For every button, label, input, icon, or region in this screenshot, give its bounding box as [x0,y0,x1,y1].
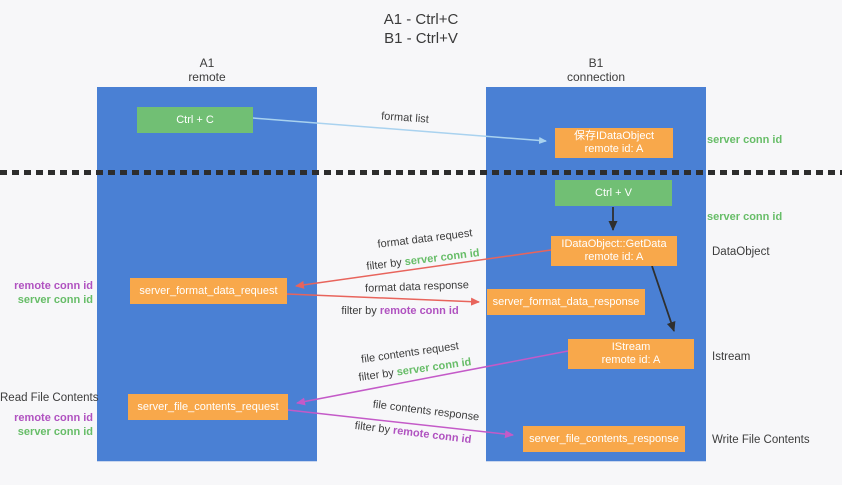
istream-box: IStream remote id: A [568,339,694,369]
column-b-header: B1 connection [486,56,706,84]
file-request-conn-notes: remote conn id server conn id [0,411,93,439]
filter-id-text-2: remote conn id [379,305,459,317]
file-contents-response-label: file contents response [372,398,480,424]
column-b-subtitle: connection [566,70,626,84]
getdata-line1: IDataObject::GetData [561,238,667,250]
server-conn-id-note-1: server conn id [707,134,783,146]
write-file-contents-note: Write File Contents [712,434,810,446]
copy-paste-divider [0,170,842,175]
server-file-contents-request-box: server_file_contents_request [128,394,288,420]
save-idataobject-box: 保存IDataObject remote id: A [555,128,673,158]
filter-by-text-1: filter by [365,256,406,273]
read-file-contents-note: Read File Contents [0,392,99,404]
server-conn-id-note-2: server conn id [707,211,783,223]
diagram-title: A1 - Ctrl+C B1 - Ctrl+V [0,10,842,48]
save-idataobject-line2: remote id: A [584,143,644,155]
server-file-contents-request-label: server_file_contents_request [137,400,279,413]
ctrl-v-box: Ctrl + V [555,180,672,206]
remote-conn-id-note-1: remote conn id [14,280,93,292]
format-list-label: format list [380,110,430,126]
istream-note: Istream [712,351,751,363]
title-line-1: A1 - Ctrl+C [383,11,459,28]
istream-line2: remote id: A [601,354,661,366]
ctrl-v-label: Ctrl + V [595,186,632,199]
ctrl-c-box: Ctrl + C [137,107,253,133]
server-format-data-response-label: server_format_data_response [492,295,640,308]
server-format-data-response-box: server_format_data_response [487,289,645,315]
getdata-line2: remote id: A [584,251,644,263]
save-idataobject-line1: 保存IDataObject [573,130,655,142]
server-conn-id-note-4: server conn id [17,426,93,438]
format-request-conn-notes: remote conn id server conn id [0,279,93,307]
dataobject-note: DataObject [712,246,770,258]
idataobject-getdata-box: IDataObject::GetData remote id: A [551,236,677,266]
server-format-data-request-label: server_format_data_request [139,284,278,297]
filter-by-text-3: filter by [357,366,398,384]
filter-id-text-1: server conn id [404,247,481,269]
server-file-contents-response-box: server_file_contents_response [523,426,685,452]
file-contents-response-filter-label: filter by remote conn id [348,419,478,447]
format-data-response-label: format data response [364,279,470,295]
filter-id-text-4: remote conn id [392,424,472,447]
column-b-id: B1 [588,56,604,70]
column-a-header: A1 remote [97,56,317,84]
column-a-id: A1 [199,56,215,70]
column-a-subtitle: remote [188,70,226,84]
istream-line1: IStream [611,341,651,353]
filter-by-text-2: filter by [341,305,380,317]
ctrl-c-label: Ctrl + C [176,113,214,126]
filter-id-text-3: server conn id [395,356,473,379]
server-format-data-request-box: server_format_data_request [130,278,287,304]
server-conn-id-note-3: server conn id [17,294,93,306]
remote-conn-id-note-2: remote conn id [14,412,93,424]
server-file-contents-response-label: server_file_contents_response [529,432,679,445]
title-line-2: B1 - Ctrl+V [384,30,458,47]
format-data-response-filter-label: filter by remote conn id [340,305,460,317]
filter-by-text-4: filter by [354,419,394,437]
